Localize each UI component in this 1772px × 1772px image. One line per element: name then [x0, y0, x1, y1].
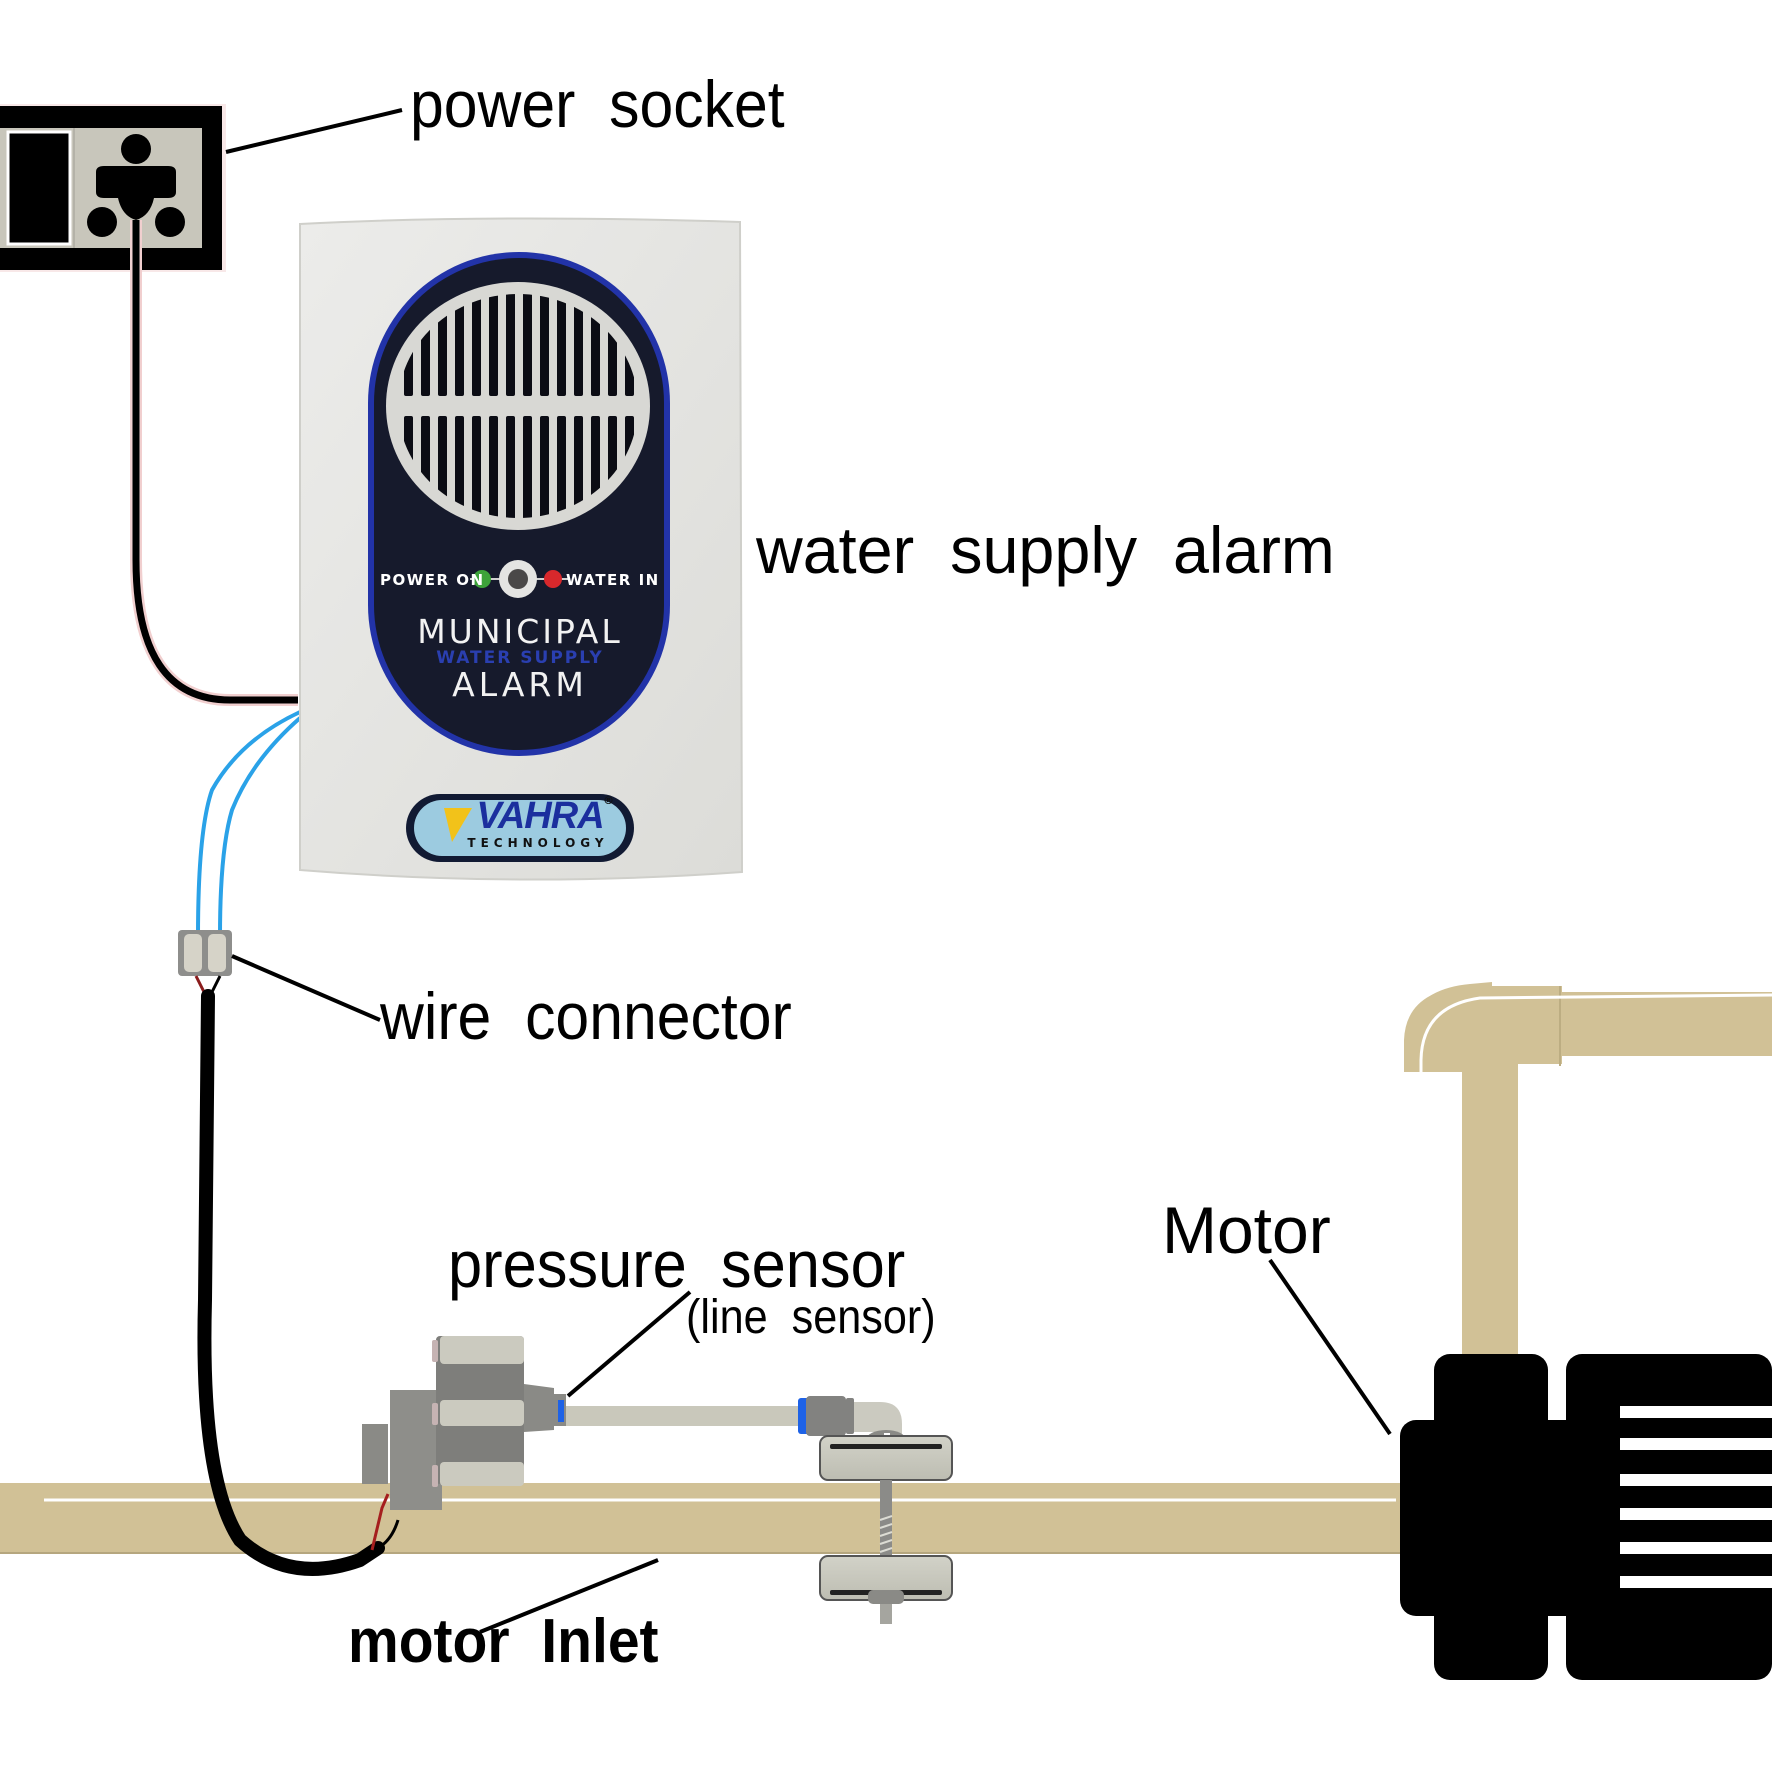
brand-subtitle: TECHNOLOGY — [467, 836, 609, 850]
label-wire-connector: wire connector — [380, 979, 792, 1053]
device-title-water-supply: WATER SUPPLY — [436, 648, 604, 668]
wire-connector-icon — [178, 930, 232, 997]
label-line-sensor: (line sensor) — [686, 1291, 936, 1344]
pipe-clamp-icon — [798, 1396, 953, 1624]
device-title-alarm: ALARM — [452, 665, 588, 704]
outlet-pipe — [1404, 982, 1772, 1360]
power-cable — [130, 220, 298, 706]
grille-slot — [540, 294, 549, 396]
grille-slot — [506, 294, 515, 396]
grille-slot — [557, 416, 566, 518]
brand-badge — [406, 794, 634, 862]
grille-slot — [574, 416, 583, 518]
label-motor: Motor — [1162, 1193, 1331, 1267]
motor-icon — [1400, 1354, 1772, 1680]
pressure-sensor-icon — [362, 1336, 566, 1510]
grille-slot — [557, 294, 566, 396]
device-water-in-label: WATER IN — [566, 571, 660, 589]
sensor-tube — [566, 1406, 800, 1426]
grille-slot — [472, 416, 481, 518]
device-title-municipal: MUNICIPAL — [417, 612, 623, 651]
brand-logo-text: VAHRA — [476, 795, 604, 837]
grille-slot — [455, 294, 464, 396]
power-socket-icon — [0, 104, 226, 272]
grille-slot — [574, 294, 583, 396]
label-power-socket: power socket — [410, 67, 785, 141]
grille-slot — [489, 294, 498, 396]
motor-inlet-pipe — [0, 1483, 1400, 1554]
registered-mark: ® — [603, 794, 614, 807]
sensor-cable — [197, 989, 385, 1576]
leader-lines — [225, 108, 1392, 1634]
grille-slot — [455, 416, 464, 518]
grille-slot — [523, 416, 532, 518]
speaker-grille-icon — [386, 282, 650, 530]
label-pressure-sensor: pressure sensor — [448, 1227, 906, 1301]
water-supply-alarm-device — [299, 217, 744, 881]
indicator-leds — [470, 560, 570, 598]
sensor-wires — [196, 710, 302, 937]
device-power-on-label: POWER ON — [380, 571, 485, 589]
grille-slot — [540, 416, 549, 518]
label-motor-inlet: motor Inlet — [348, 1607, 659, 1676]
grille-slot — [506, 416, 515, 518]
grille-slot — [472, 294, 481, 396]
label-water-supply-alarm: water supply alarm — [756, 513, 1335, 587]
grille-slot — [489, 416, 498, 518]
grille-slot — [523, 294, 532, 396]
